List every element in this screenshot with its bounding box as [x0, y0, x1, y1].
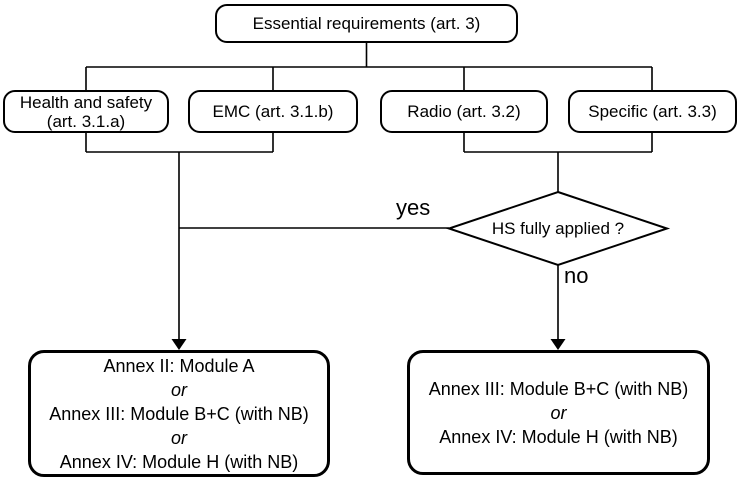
annex-line: Annex III: Module B+C (with NB)	[428, 378, 689, 399]
annex-line: Annex II: Module A	[103, 355, 255, 376]
node-specific: Specific (art. 3.3)	[568, 90, 737, 133]
node-radio-label: Radio (art. 3.2)	[407, 102, 521, 121]
node-essential-requirements-label: Essential requirements (art. 3)	[252, 14, 481, 33]
node-specific-label: Specific (art. 3.3)	[588, 102, 717, 121]
arrowhead-right-icon	[550, 339, 566, 350]
node-emc-label: EMC (art. 3.1.b)	[212, 102, 334, 121]
branch-label-yes: yes	[396, 195, 431, 220]
node-health-and-safety-line2: (art. 3.1.a)	[46, 111, 126, 131]
connector-lines	[85, 43, 653, 342]
node-essential-requirements: Essential requirements (art. 3)	[215, 4, 518, 43]
annex-line: Annex IV: Module H (with NB)	[59, 451, 299, 472]
annex-line: Annex IV: Module H (with NB)	[439, 426, 678, 447]
annex-line-or: or	[170, 427, 187, 448]
arrowhead-left-icon	[171, 339, 187, 350]
decision-diamond-shape	[445, 190, 671, 267]
decision-question-label: HS fully applied ?	[491, 219, 625, 238]
annex-line: Annex III: Module B+C (with NB)	[49, 403, 309, 424]
node-annex-modules-yes: Annex II: Module A or Annex III: Module …	[28, 350, 330, 477]
node-emc: EMC (art. 3.1.b)	[188, 90, 358, 133]
annex-line-or: or	[170, 379, 187, 400]
node-health-and-safety: Health and safety (art. 3.1.a)	[3, 90, 169, 133]
node-radio: Radio (art. 3.2)	[380, 90, 548, 133]
annex-line-or: or	[550, 402, 567, 423]
node-health-and-safety-line1: Health and safety	[19, 92, 153, 112]
node-annex-modules-no: Annex III: Module B+C (with NB) or Annex…	[407, 350, 710, 475]
branch-label-no: no	[564, 263, 589, 288]
